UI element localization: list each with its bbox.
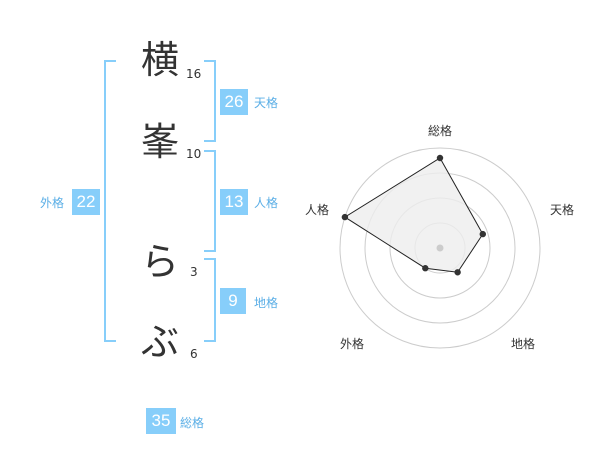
chikaku-bracket bbox=[204, 258, 216, 342]
radar-label-chikaku: 地格 bbox=[511, 337, 536, 351]
stroke-count-2: 10 bbox=[186, 147, 202, 161]
stroke-count-4: 6 bbox=[190, 347, 198, 361]
radar-point-2 bbox=[479, 230, 486, 238]
radar-points bbox=[341, 154, 486, 276]
radar-chart bbox=[339, 147, 541, 349]
name-char-1: 横 bbox=[140, 38, 179, 82]
gaikaku-label: 外格 bbox=[40, 196, 65, 210]
name-char-4: ぶ bbox=[140, 320, 179, 364]
tenkaku-label: 天格 bbox=[254, 96, 279, 110]
radar-point-5 bbox=[341, 213, 349, 221]
name-char-3: ら bbox=[140, 240, 179, 284]
jinkaku-label: 人格 bbox=[254, 196, 279, 210]
stroke-count-3: 3 bbox=[190, 265, 198, 279]
stroke-count-1: 16 bbox=[186, 67, 202, 81]
radar-label-jinkaku: 人格 bbox=[305, 203, 330, 217]
radar-point-1 bbox=[436, 154, 444, 162]
radar-label-soukaku: 総格 bbox=[428, 124, 453, 138]
name-char-2: 峯 bbox=[140, 120, 179, 164]
radar-label-gaikaku: 外格 bbox=[340, 337, 365, 351]
soukaku-label: 総格 bbox=[180, 416, 205, 430]
gaikaku-value: 22 bbox=[72, 189, 100, 215]
outer-bracket bbox=[104, 60, 116, 342]
radar-center-dot bbox=[436, 244, 444, 252]
radar-label-tenkaku: 天格 bbox=[550, 203, 575, 217]
jinkaku-value: 13 bbox=[220, 189, 248, 215]
radar-point-4 bbox=[422, 265, 429, 272]
radar-point-3 bbox=[454, 269, 461, 276]
radar-grid-ring bbox=[339, 147, 541, 349]
radar-value-polygon bbox=[343, 157, 484, 273]
chikaku-label: 地格 bbox=[254, 296, 279, 310]
soukaku-value: 35 bbox=[146, 408, 176, 434]
tenkaku-value: 26 bbox=[220, 89, 248, 115]
tenkaku-bracket bbox=[204, 60, 216, 142]
chikaku-value: 9 bbox=[220, 288, 246, 314]
jinkaku-bracket bbox=[204, 150, 216, 252]
